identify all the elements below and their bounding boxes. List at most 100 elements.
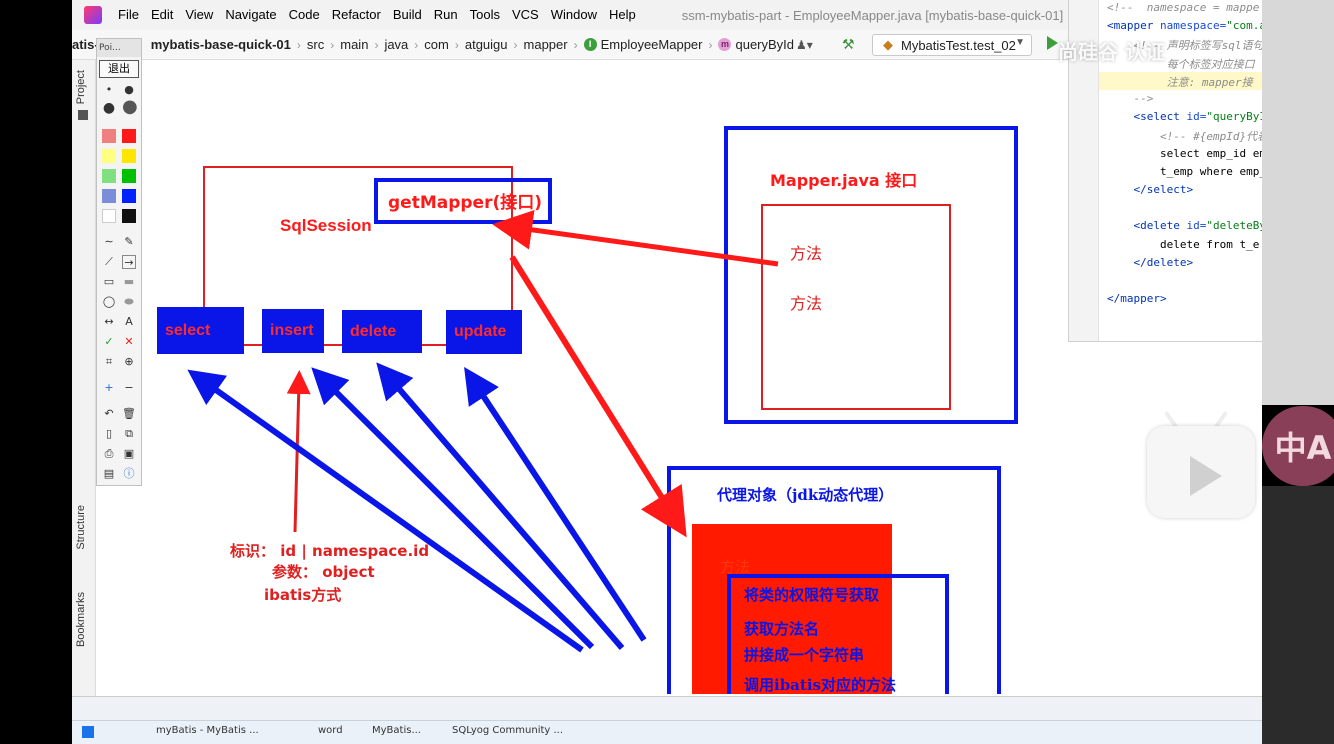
- code-token: delete from t_e: [1107, 237, 1260, 251]
- crumb-src[interactable]: src: [306, 37, 325, 52]
- color-swatch[interactable]: [102, 149, 116, 163]
- color-swatch[interactable]: [122, 169, 136, 183]
- exit-button[interactable]: 退出: [99, 60, 139, 78]
- windows-start-icon[interactable]: [82, 726, 94, 738]
- menu-help[interactable]: Help: [608, 7, 636, 22]
- code-line[interactable]: <!-- 声明标签写sql语句: [1107, 37, 1262, 53]
- code-line[interactable]: </delete>: [1107, 256, 1193, 269]
- menu-edit[interactable]: Edit: [150, 7, 174, 22]
- dot-medium-icon[interactable]: ●: [124, 83, 134, 96]
- plus-icon[interactable]: +: [104, 381, 114, 394]
- taskbar-item-4[interactable]: SQLyog Community ...: [452, 725, 564, 736]
- crumb-com[interactable]: com: [424, 37, 449, 52]
- close-icon[interactable]: ✕: [124, 335, 134, 348]
- code-line[interactable]: 每个标签对应接口: [1107, 56, 1255, 72]
- zoom-icon[interactable]: ⊕: [124, 355, 134, 368]
- translate-button[interactable]: 中A: [1262, 406, 1334, 486]
- chevron-down-icon: ▼: [1015, 37, 1025, 48]
- taskbar-item-2[interactable]: word: [318, 725, 343, 736]
- step-2: 获取方法名: [744, 620, 820, 638]
- crop-icon[interactable]: ⌗: [105, 355, 113, 368]
- intellij-logo-icon: [84, 6, 102, 24]
- color-swatch[interactable]: [122, 209, 136, 223]
- color-swatch[interactable]: [102, 209, 116, 223]
- menu-vcs[interactable]: VCS: [511, 7, 539, 22]
- user-icon[interactable]: ♟▾: [796, 38, 813, 52]
- step-3: 拼接成一个字符串: [744, 646, 865, 664]
- color-swatch[interactable]: [122, 189, 136, 203]
- dot-small-icon[interactable]: •: [105, 83, 113, 96]
- code-line[interactable]: <!-- #{empId}代表: [1107, 128, 1262, 144]
- crumb-module[interactable]: mybatis-base-quick-01: [150, 37, 291, 52]
- run-icon[interactable]: [1047, 36, 1058, 50]
- ellipse-icon[interactable]: ◯: [102, 295, 116, 308]
- color-swatch[interactable]: [102, 189, 116, 203]
- crumb-employee-mapper[interactable]: I EmployeeMapper: [580, 37, 707, 52]
- code-line[interactable]: </mapper>: [1107, 292, 1167, 305]
- taskbar-item-3[interactable]: MyBatis...: [372, 725, 421, 736]
- code-line[interactable]: t_emp where emp_: [1107, 165, 1262, 178]
- color-swatch[interactable]: [122, 149, 136, 163]
- run-config-select[interactable]: ◆ MybatisTest.test_02 ▼: [872, 34, 1032, 56]
- new-page-icon[interactable]: ▯: [105, 427, 113, 440]
- rectangle-icon[interactable]: ▭: [103, 275, 115, 288]
- crumb-employee-mapper-label: EmployeeMapper: [600, 37, 703, 52]
- copy-icon[interactable]: ⧉: [125, 427, 133, 440]
- crumb-mapper[interactable]: mapper: [523, 37, 568, 52]
- code-line[interactable]: <mapper namespace="com.a: [1107, 19, 1262, 32]
- menu-code[interactable]: Code: [288, 7, 320, 22]
- code-token: </select>: [1107, 183, 1194, 196]
- menu-file[interactable]: File: [118, 7, 139, 22]
- tab-structure[interactable]: Structure: [75, 505, 87, 550]
- code-line[interactable]: <delete id="deleteBy: [1107, 219, 1262, 232]
- save-icon[interactable]: ▣: [123, 447, 135, 460]
- crumb-atguigu[interactable]: atguigu: [464, 37, 508, 52]
- code-token: -->: [1107, 92, 1154, 105]
- double-arrow-icon[interactable]: ↔: [104, 315, 114, 328]
- filled-rectangle-icon[interactable]: ▬: [123, 275, 135, 288]
- filled-ellipse-icon[interactable]: ⬬: [124, 295, 134, 308]
- info-icon[interactable]: ⓘ: [123, 467, 135, 480]
- menu-build[interactable]: Build: [392, 7, 422, 22]
- check-icon[interactable]: ✓: [104, 335, 114, 348]
- build-hammer-icon[interactable]: ⚒: [842, 36, 855, 52]
- code-token: <select: [1107, 110, 1187, 124]
- dot-xlarge-icon[interactable]: ●: [122, 96, 138, 117]
- screenshot-icon[interactable]: ▤: [103, 467, 115, 480]
- chevron-right-icon: ›: [330, 37, 335, 52]
- code-token: namespace=: [1159, 19, 1227, 33]
- menu-window[interactable]: Window: [550, 7, 597, 22]
- color-swatch[interactable]: [102, 129, 116, 143]
- menu-tools[interactable]: Tools: [469, 7, 500, 22]
- dot-large-icon[interactable]: ●: [102, 100, 116, 116]
- line-icon[interactable]: ⟋: [105, 255, 113, 268]
- crumb-main[interactable]: main: [340, 37, 369, 52]
- undo-icon[interactable]: ↶: [104, 407, 114, 420]
- menu-run[interactable]: Run: [433, 7, 458, 22]
- code-line[interactable]: -->: [1107, 92, 1153, 105]
- eraser-icon[interactable]: ✎: [124, 235, 134, 248]
- text-icon[interactable]: A: [125, 315, 133, 328]
- code-line[interactable]: 注意: mapper接: [1107, 74, 1253, 90]
- menu-refactor[interactable]: Refactor: [331, 7, 381, 22]
- freehand-icon[interactable]: ∼: [104, 235, 114, 248]
- color-swatch[interactable]: [122, 129, 136, 143]
- minus-icon[interactable]: −: [124, 381, 134, 394]
- code-line[interactable]: delete from t_e: [1107, 238, 1259, 251]
- print-icon[interactable]: ⎙: [104, 447, 114, 460]
- taskbar-item-1[interactable]: myBatis - MyBatis ...: [156, 725, 259, 736]
- tab-bookmarks[interactable]: Bookmarks: [75, 592, 87, 648]
- menu-view[interactable]: View: [185, 7, 214, 22]
- arrow-line-icon[interactable]: →: [122, 255, 136, 269]
- trash-icon[interactable]: 🗑: [122, 407, 136, 420]
- crumb-java[interactable]: java: [384, 37, 409, 52]
- project-crumb-fragment[interactable]: atis-: [72, 37, 99, 52]
- color-swatch[interactable]: [102, 169, 116, 183]
- code-line[interactable]: <select id="queryByI: [1107, 110, 1262, 123]
- code-line[interactable]: </select>: [1107, 183, 1193, 196]
- code-line[interactable]: <!-- namespace = mappe: [1107, 1, 1259, 14]
- tab-project[interactable]: Project: [75, 70, 87, 105]
- menu-navigate[interactable]: Navigate: [225, 7, 277, 22]
- crumb-query-by-id[interactable]: m queryById: [714, 37, 798, 52]
- code-line[interactable]: select emp_id em: [1107, 147, 1262, 160]
